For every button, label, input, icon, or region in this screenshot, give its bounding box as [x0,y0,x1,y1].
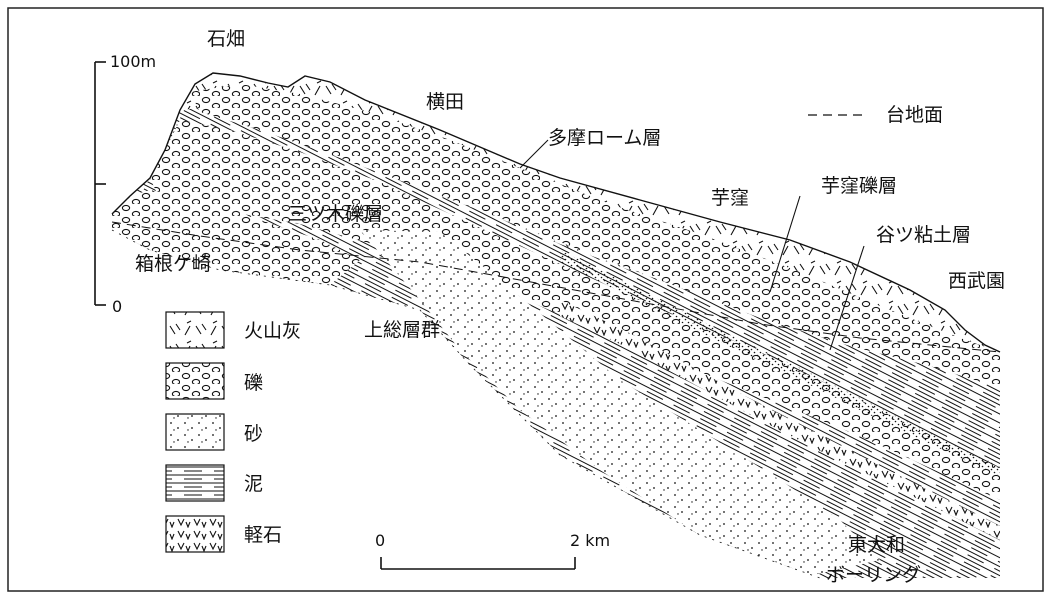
label-hakonegasaki: 箱根ケ崎 [135,253,211,275]
figure-frame [7,7,1044,592]
terrace-legend-label: 台地面 [886,104,943,126]
legend-label-mud: 泥 [244,473,263,495]
leader-imokubo-gravel [769,195,801,293]
legend-swatch-gravel [165,362,225,400]
legend-swatch-sand [165,413,225,451]
label-imokubo: 芋窪 [711,187,749,209]
label-higashiyamato-2: ボーリング [826,564,921,586]
scale-bottom-label: 0 [112,297,122,316]
legend: 火山灰 礫 砂 泥 軽石 [165,311,301,553]
label-yokota: 横田 [426,91,464,113]
leader-yatsu-clay [829,245,865,351]
label-higashiyamato-1: 東大和 [848,534,905,556]
label-yatsu-clay: 谷ツ粘土層 [876,224,971,246]
lower-outline [111,229,821,579]
label-imokubo-gravel: 芋窪礫層 [821,175,897,197]
distance-scale-start: 0 [375,531,385,550]
label-kazusa-group: 上総層群 [364,319,440,341]
section-outline [111,72,1001,353]
legend-label-sand: 砂 [244,423,263,445]
legend-label-pumice: 軽石 [244,524,282,546]
label-tama-loam: 多摩ローム層 [548,127,661,149]
label-mitsugi-gravel: 三ツ木礫層 [288,203,383,225]
legend-label-gravel: 礫 [244,372,263,394]
scale-top-label: 100m [110,52,156,71]
label-ishihata: 石畑 [207,28,245,50]
legend-swatch-ash [165,311,225,349]
legend-label-ash: 火山灰 [244,320,301,342]
terrace-surface-line [111,221,1001,353]
section-fill [112,73,1000,578]
distance-scale-end: 2 km [570,531,610,550]
distance-scale-bar [380,557,576,570]
leader-tama-loam [519,139,549,169]
yatsu-clay-sand-band [560,250,1000,476]
scale-bar-vertical [94,61,106,306]
legend-swatch-mud [165,464,225,502]
legend-swatch-pumice [165,515,225,553]
label-seibuen: 西武園 [948,270,1005,292]
